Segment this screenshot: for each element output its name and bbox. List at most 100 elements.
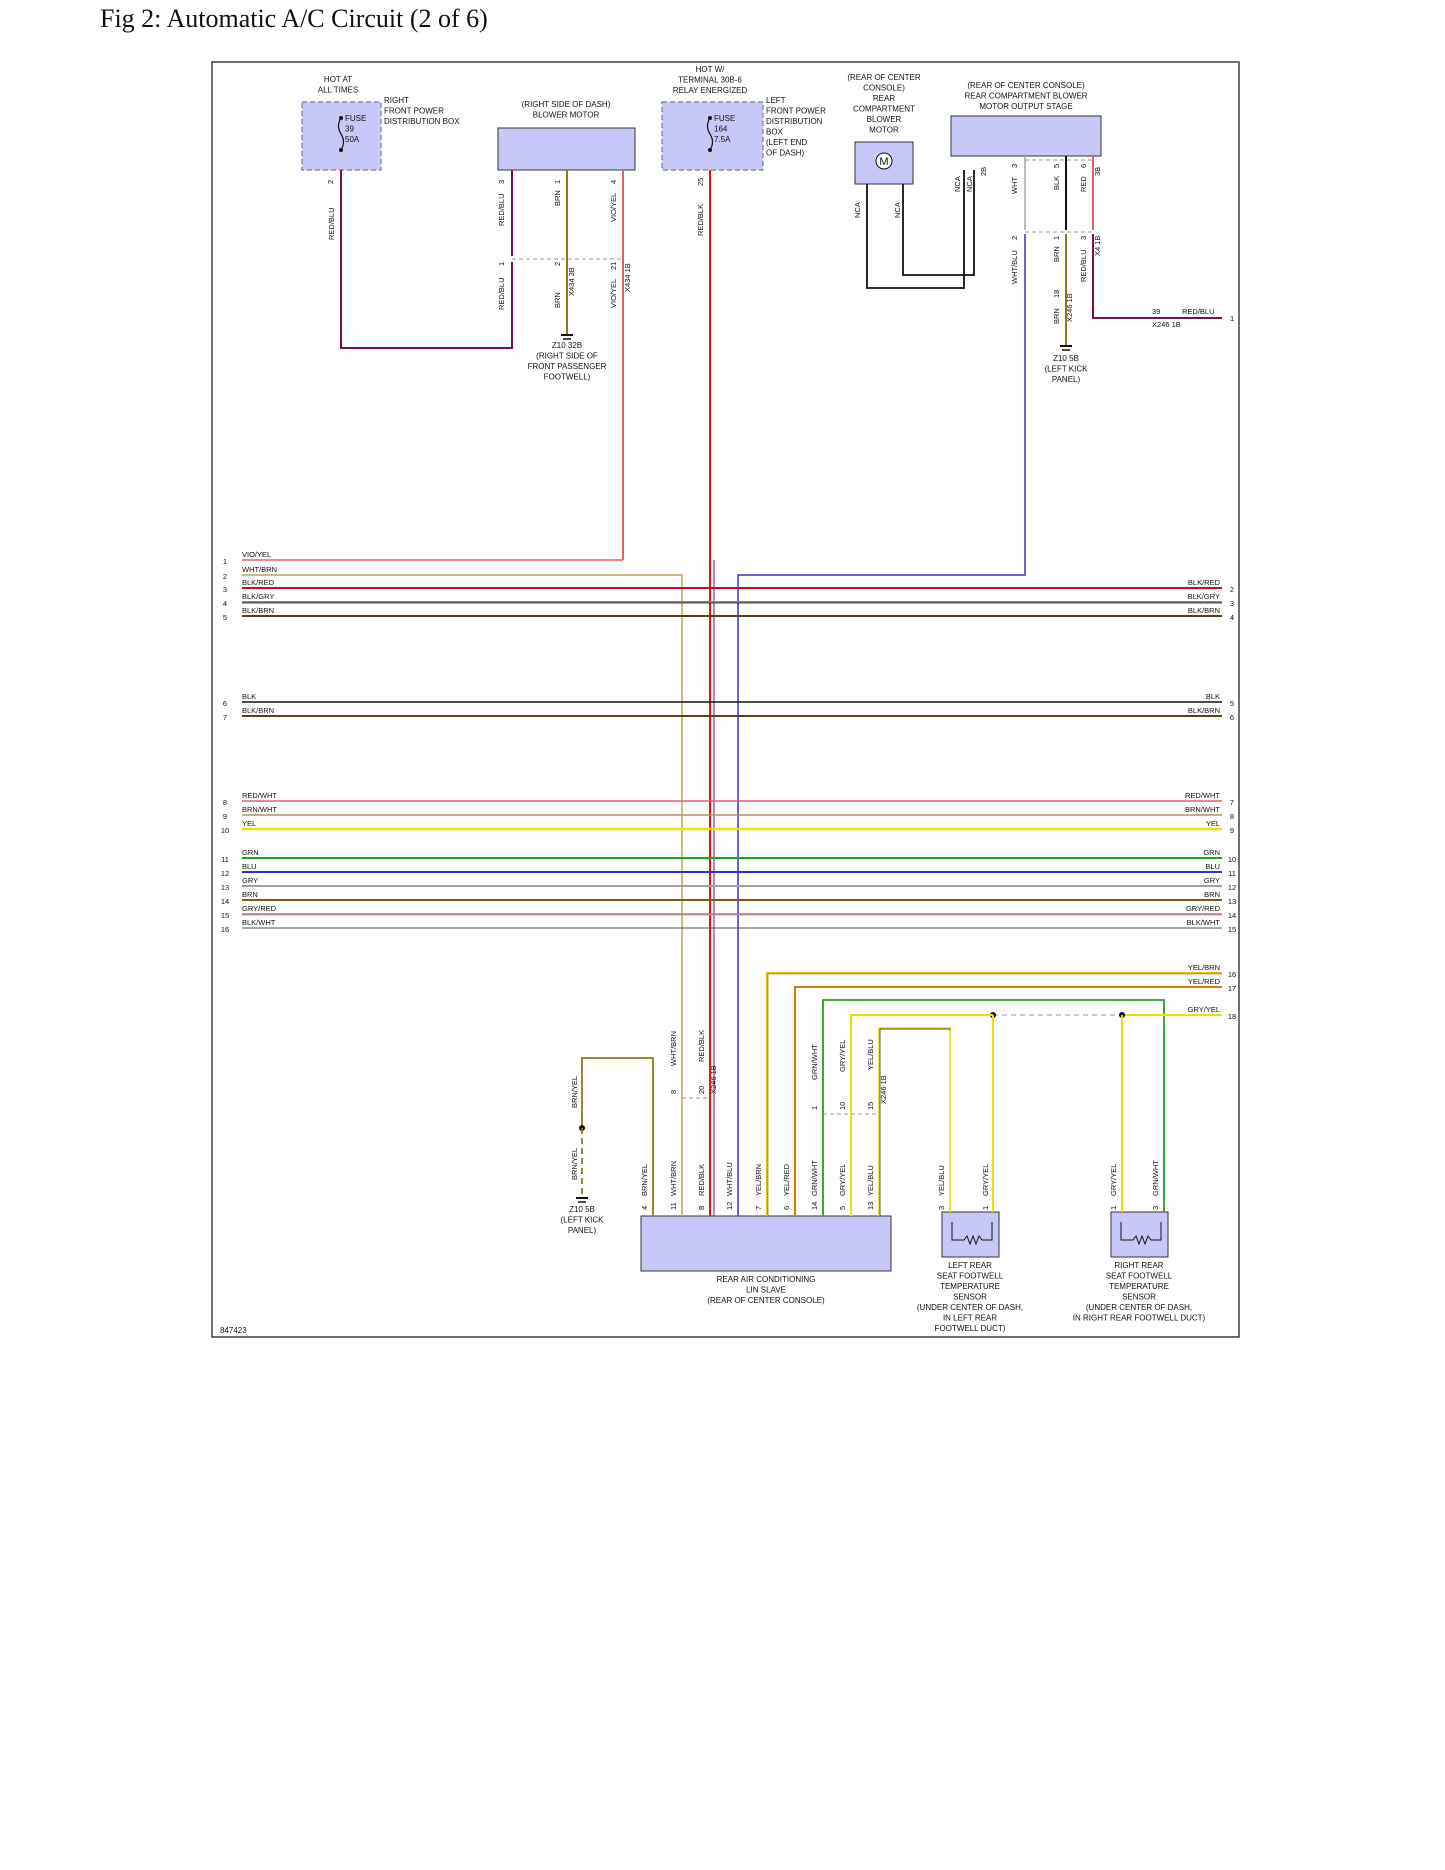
wire-label-lin_whtbrn: WHT/BRN: [669, 1031, 678, 1066]
right-bus-label: YEL/RED: [1188, 977, 1221, 986]
right-bus-number: 14: [1228, 911, 1236, 920]
wire-label-os_p2: 2: [1010, 236, 1019, 240]
wire-label-os_red: RED: [1079, 176, 1088, 192]
right-sensor-resistor: [1120, 1222, 1162, 1246]
label-rear-blower-motor: BLOWER: [867, 115, 902, 124]
wire-label-lin_gryyel: GRY/YEL: [838, 1040, 847, 1072]
wire-label-fuse164_wire: RED/BLK: [696, 204, 705, 236]
right-bus-number: 10: [1228, 855, 1236, 864]
right-bus-label: YEL/BRN: [1188, 963, 1220, 972]
label-left-sensor: IN LEFT REAR: [943, 1314, 997, 1323]
wire-label-bm_w1: BRN: [553, 190, 562, 206]
wire-label-z_brnyel1: BRN/YEL: [570, 1076, 579, 1108]
left-bus-number: 4: [223, 599, 227, 608]
wire-brnyel-lin: [581, 1057, 654, 1216]
wire-label-lin_p1: 1: [810, 1106, 819, 1110]
lin-pin-wire: BRN/YEL: [640, 1164, 649, 1196]
lin-pin-number: 5: [838, 1206, 847, 1210]
blower-output-stage-box: [950, 115, 1102, 157]
label-left-pdb: (LEFT END: [766, 138, 807, 147]
connector-label-os_x41b: X4 1B: [1093, 236, 1102, 256]
wire-label-ls_p3: 3: [937, 1206, 946, 1210]
left-sensor-resistor: [951, 1222, 993, 1246]
right-bus-number: 4: [1230, 613, 1234, 622]
wire-label-x246_brn: BRN: [1052, 308, 1061, 324]
left-bus-number: 12: [221, 869, 229, 878]
label-left-pdb: BOX: [766, 128, 784, 137]
wire-label-nca4: NCA: [965, 176, 974, 192]
label-hot-all-times: HOT AT: [324, 75, 352, 84]
left-bus-number: 1: [223, 557, 227, 566]
left-bus-label: BLK/RED: [242, 578, 275, 587]
right-bus-number: 18: [1228, 1012, 1236, 1021]
rear-blower-motor-symbol: [875, 152, 893, 170]
left-bus-number: 2: [223, 572, 227, 581]
label-rear-blower-motor: CONSOLE): [863, 84, 905, 93]
wire-label-ls_yelblu: YEL/BLU: [937, 1165, 946, 1196]
label-ground-z10-5b-bottom: (LEFT KICK: [561, 1216, 605, 1225]
lin-pin-wire: GRN/WHT: [810, 1160, 819, 1196]
wire-label-bm_pin4: 4: [609, 180, 618, 184]
right-bus-label: BLK/BRN: [1188, 606, 1220, 615]
label-right-pdb: FRONT POWER: [384, 107, 444, 116]
right-bus-label: BRN: [1204, 890, 1220, 899]
fuse-39-terminal: [339, 116, 343, 120]
wire-label-ls_gryyel: GRY/YEL: [981, 1164, 990, 1196]
wire-label-bm_w4: VIO/YEL: [609, 193, 618, 222]
right-bus-number: 5: [1230, 699, 1234, 708]
label-rear-blower-motor: REAR: [873, 94, 895, 103]
label-left-sensor: TEMPERATURE: [940, 1282, 1000, 1291]
label-ground-z10-5b-top: PANEL): [1052, 375, 1081, 384]
connector-label-lin_c: X246 1B: [709, 1065, 718, 1094]
label-lin-slave: (REAR OF CENTER CONSOLE): [707, 1296, 825, 1305]
lin-pin-number: 14: [810, 1202, 819, 1210]
wire-label-rs_grnwht: GRN/WHT: [1151, 1160, 1160, 1196]
left-bus-label: BLK/WHT: [242, 918, 276, 927]
wire-fuse39-redblu: [340, 170, 513, 349]
right-bus-label: BLK/RED: [1188, 578, 1221, 587]
right-bus-label: GRN: [1203, 848, 1220, 857]
label-right-sensor: (UNDER CENTER OF DASH,: [1086, 1303, 1192, 1312]
lin-pin-number: 12: [725, 1202, 734, 1210]
right-bus-label: RED/WHT: [1185, 791, 1220, 800]
left-bus-number: 3: [223, 585, 227, 594]
right-bus-label: BLK/WHT: [1187, 918, 1221, 927]
wire-label-nca3: NCA: [953, 176, 962, 192]
wire-label-os_p3: 3: [1010, 164, 1019, 168]
label-ground-z10-32b: Z10 32B: [552, 341, 582, 350]
wire-label-x434_p21: 21: [609, 262, 618, 270]
label-right-sensor: TEMPERATURE: [1109, 1282, 1169, 1291]
label-left-sensor: LEFT REAR: [948, 1261, 992, 1270]
wire-label-x246-right-wire: RED/BLU: [1182, 307, 1215, 316]
wire-nca-loop-2: [902, 170, 975, 276]
wire-label-x246-right-pin: 39: [1152, 307, 1160, 316]
right-bus-number: 13: [1228, 897, 1236, 906]
lin-pin-wire: YEL/BRN: [754, 1164, 763, 1196]
wire-label-lin_p20: 20: [697, 1086, 706, 1094]
label-blower-output-stage: (REAR OF CENTER CONSOLE): [967, 81, 1085, 90]
label-fuse164: FUSE: [714, 114, 735, 123]
wire-grnwht: [822, 999, 1165, 1216]
wire-label-rs_p1: 1: [1109, 1206, 1118, 1210]
label-right-pdb: DISTRIBUTION BOX: [384, 117, 460, 126]
wire-yelblu: [878, 1027, 951, 1216]
left-bus-label: VIO/YEL: [242, 550, 271, 559]
left-bus-label: YEL: [242, 819, 256, 828]
lin-pin-wire: WHT/BRN: [669, 1161, 678, 1196]
left-bus-number: 14: [221, 897, 229, 906]
wire-gryyel-lin: [850, 1014, 993, 1216]
left-bus-number: 10: [221, 826, 229, 835]
wire-label-fuse164_pin: 25: [696, 178, 705, 186]
lin-pin-number: 11: [669, 1202, 678, 1210]
connector-label-x434_c21: X434 1B: [623, 263, 632, 292]
connector-label-x246-right: X246 1B: [1152, 320, 1181, 329]
label-left-pdb: DISTRIBUTION: [766, 117, 823, 126]
right-bus-number: 15: [1228, 925, 1236, 934]
left-bus-label: RED/WHT: [242, 791, 277, 800]
right-bus-number: 11: [1228, 869, 1236, 878]
right-bus-number: 17: [1228, 984, 1236, 993]
fuse-164-terminal: [708, 148, 712, 152]
label-lin-slave: LIN SLAVE: [746, 1286, 786, 1295]
label-fuse39: 50A: [345, 135, 360, 144]
wire-label-lin_p8: 8: [669, 1090, 678, 1094]
